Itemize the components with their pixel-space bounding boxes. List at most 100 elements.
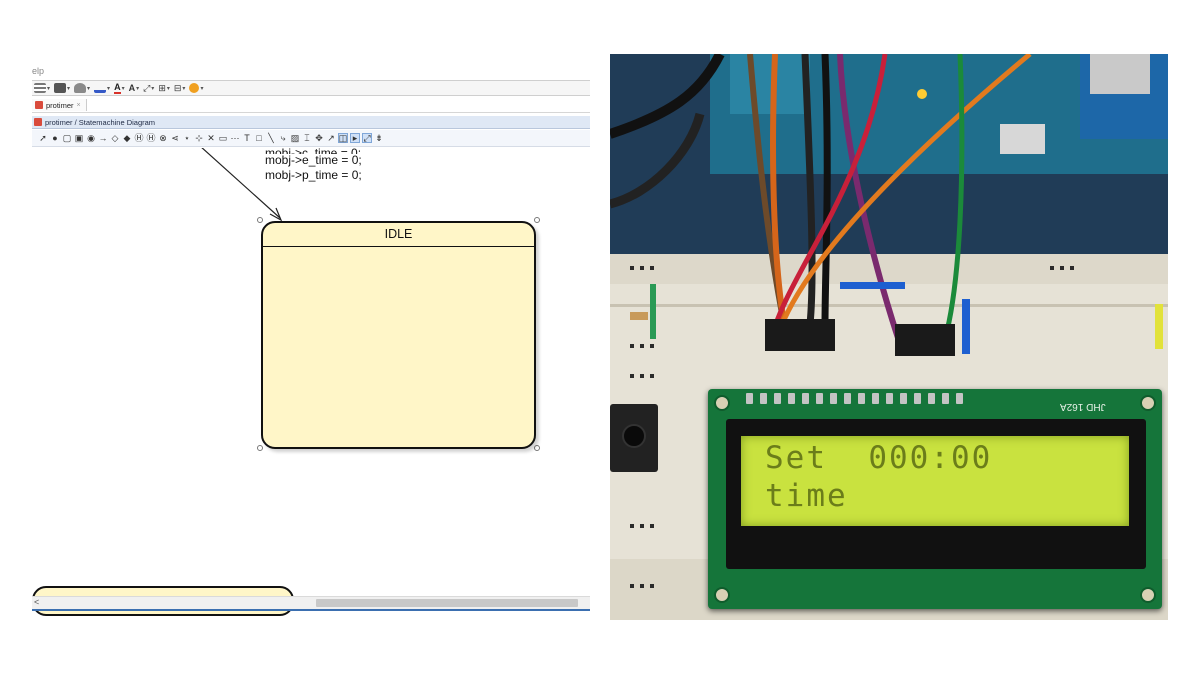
tab-label: protimer: [46, 100, 74, 110]
mount-hole: [714, 395, 730, 411]
statemachine-icon: [34, 118, 42, 126]
transition-arrow[interactable]: [32, 148, 590, 588]
diagram-palette: ➚ ● ▢ ▣ ◉ → ◇ ◆ Ⓗ Ⓗ ⊗ ⋖ ⋆ ⊹ ✕ ▭ ⋯ T □ ╲ …: [32, 130, 590, 147]
font-color-button[interactable]: A▾: [114, 82, 125, 94]
layout-icon[interactable]: ⇟: [375, 133, 383, 143]
mount-hole: [1140, 587, 1156, 603]
align-tool-button[interactable]: ▾: [54, 82, 70, 94]
diagram-breadcrumb: protimer / Statemachine Diagram: [32, 116, 590, 129]
pin-icon[interactable]: ↗: [327, 133, 335, 143]
deep-history-icon[interactable]: Ⓗ: [146, 133, 156, 143]
resize-icon[interactable]: ⤢: [362, 133, 372, 143]
state-idle[interactable]: IDLE: [261, 221, 536, 449]
header-pin: [900, 393, 907, 404]
connector-style-button[interactable]: ⤢▾: [143, 82, 155, 93]
state-divider: [263, 246, 534, 247]
distribute-button[interactable]: ⊞▾: [158, 82, 170, 93]
header-pin: [760, 393, 767, 404]
lcd-model-label: JHD 162A: [1060, 401, 1106, 412]
header-pin: [942, 393, 949, 404]
text-tool-icon[interactable]: T: [244, 133, 250, 143]
selection-handle[interactable]: [534, 217, 540, 223]
header-pin: [830, 393, 837, 404]
layout-tool-button[interactable]: ▾: [34, 82, 50, 94]
state-name: IDLE: [384, 227, 413, 241]
hardware-photo: JHD 162A Set 000:00 time: [610, 54, 1168, 620]
breadcrumb-text: protimer / Statemachine Diagram: [45, 117, 156, 127]
lcd-line-1: Set 000:00: [765, 440, 993, 476]
lcd-screen: Set 000:00 time: [741, 436, 1129, 526]
diagram-canvas[interactable]: mobj->c_time = 0; mobj->e_time = 0; mobj…: [32, 146, 590, 616]
entry-action-line: mobj->c_time = 0;: [265, 146, 362, 154]
lines-icon: [34, 83, 46, 93]
tab-protimer[interactable]: protimer ×: [32, 99, 87, 111]
lcd-bezel: Set 000:00 time: [726, 419, 1146, 569]
header-pin: [788, 393, 795, 404]
header-pin: [956, 393, 963, 404]
terminate-icon[interactable]: ✕: [207, 133, 215, 143]
mount-hole: [714, 587, 730, 603]
align-icon: [54, 83, 67, 93]
connector-icon: ⤢: [143, 82, 151, 93]
header-pin: [886, 393, 893, 404]
curve-tool-icon[interactable]: ⤷: [280, 133, 286, 143]
anchor-icon[interactable]: ⋯: [230, 133, 240, 143]
pen-icon: [94, 83, 107, 93]
menu-fragment[interactable]: elp: [32, 66, 45, 76]
status-divider: [32, 609, 590, 611]
editor-tabbar: protimer ×: [32, 98, 590, 113]
emoji-tool-button[interactable]: ▾: [189, 82, 203, 94]
selection-handle[interactable]: [257, 217, 263, 223]
scroll-left-icon[interactable]: <: [34, 597, 40, 607]
fit-icon[interactable]: ◫: [338, 133, 348, 143]
choice-icon[interactable]: ◇: [111, 133, 119, 143]
smiley-icon: [189, 83, 200, 93]
play-icon[interactable]: ▸: [350, 133, 360, 143]
header-pin: [746, 393, 753, 404]
main-toolbar: ▾ ▾ ▾ ▾ A▾ A▾ ⤢▾ ⊞▾ ⊟▾ ▾: [32, 80, 590, 96]
font-style-button[interactable]: A▾: [128, 83, 140, 93]
join-icon[interactable]: ⊹: [195, 133, 203, 143]
mount-hole: [1140, 395, 1156, 411]
rectangle-tool-icon[interactable]: □: [256, 133, 262, 143]
header-pin: [774, 393, 781, 404]
initial-state-icon[interactable]: ●: [52, 133, 58, 143]
fill-tool-button[interactable]: ▾: [74, 82, 90, 94]
header-pin: [858, 393, 865, 404]
selection-handle[interactable]: [257, 445, 263, 451]
send-signal-icon[interactable]: ⋖: [171, 133, 179, 143]
header-pin: [816, 393, 823, 404]
horizontal-scrollbar[interactable]: <: [32, 596, 590, 609]
junction-icon[interactable]: ◆: [123, 133, 131, 143]
scrollbar-thumb[interactable]: [316, 599, 578, 607]
state-icon[interactable]: ▢: [62, 133, 72, 143]
uml-tool-window: elp ▾ ▾ ▾ ▾ A▾ A▾ ⤢▾ ⊞▾ ⊟▾ ▾ protimer × …: [32, 66, 590, 618]
transition-icon[interactable]: →: [98, 133, 108, 143]
entry-point-icon[interactable]: ⊗: [159, 133, 167, 143]
close-icon[interactable]: ×: [76, 101, 81, 109]
distribute-icon: ⊞: [158, 82, 166, 93]
header-pin: [928, 393, 935, 404]
fork-icon[interactable]: ⋆: [184, 133, 190, 143]
font-color-icon: A: [114, 82, 121, 94]
lcd-line-2: time: [765, 478, 848, 514]
line-tool-icon[interactable]: ╲: [268, 133, 274, 143]
header-pin: [872, 393, 879, 404]
entry-action-line: mobj->e_time = 0;: [265, 153, 362, 167]
note-icon[interactable]: ▭: [218, 133, 228, 143]
image-tool-icon[interactable]: ▨: [290, 133, 300, 143]
dimension-icon[interactable]: ⌶: [304, 133, 310, 143]
arrange-button[interactable]: ⊟▾: [173, 82, 186, 93]
composite-state-icon[interactable]: ▣: [74, 133, 84, 143]
font-style-icon: A: [128, 83, 136, 93]
select-pointer-icon[interactable]: ➚: [39, 133, 47, 143]
push-button: [610, 404, 658, 472]
line-color-button[interactable]: ▾: [94, 82, 110, 94]
move-icon[interactable]: ✥: [315, 133, 323, 143]
selection-handle[interactable]: [534, 445, 540, 451]
paint-bucket-icon: [74, 83, 87, 93]
final-state-icon[interactable]: ◉: [87, 133, 95, 143]
header-pin: [914, 393, 921, 404]
header-pin: [844, 393, 851, 404]
shallow-history-icon[interactable]: Ⓗ: [134, 133, 144, 143]
